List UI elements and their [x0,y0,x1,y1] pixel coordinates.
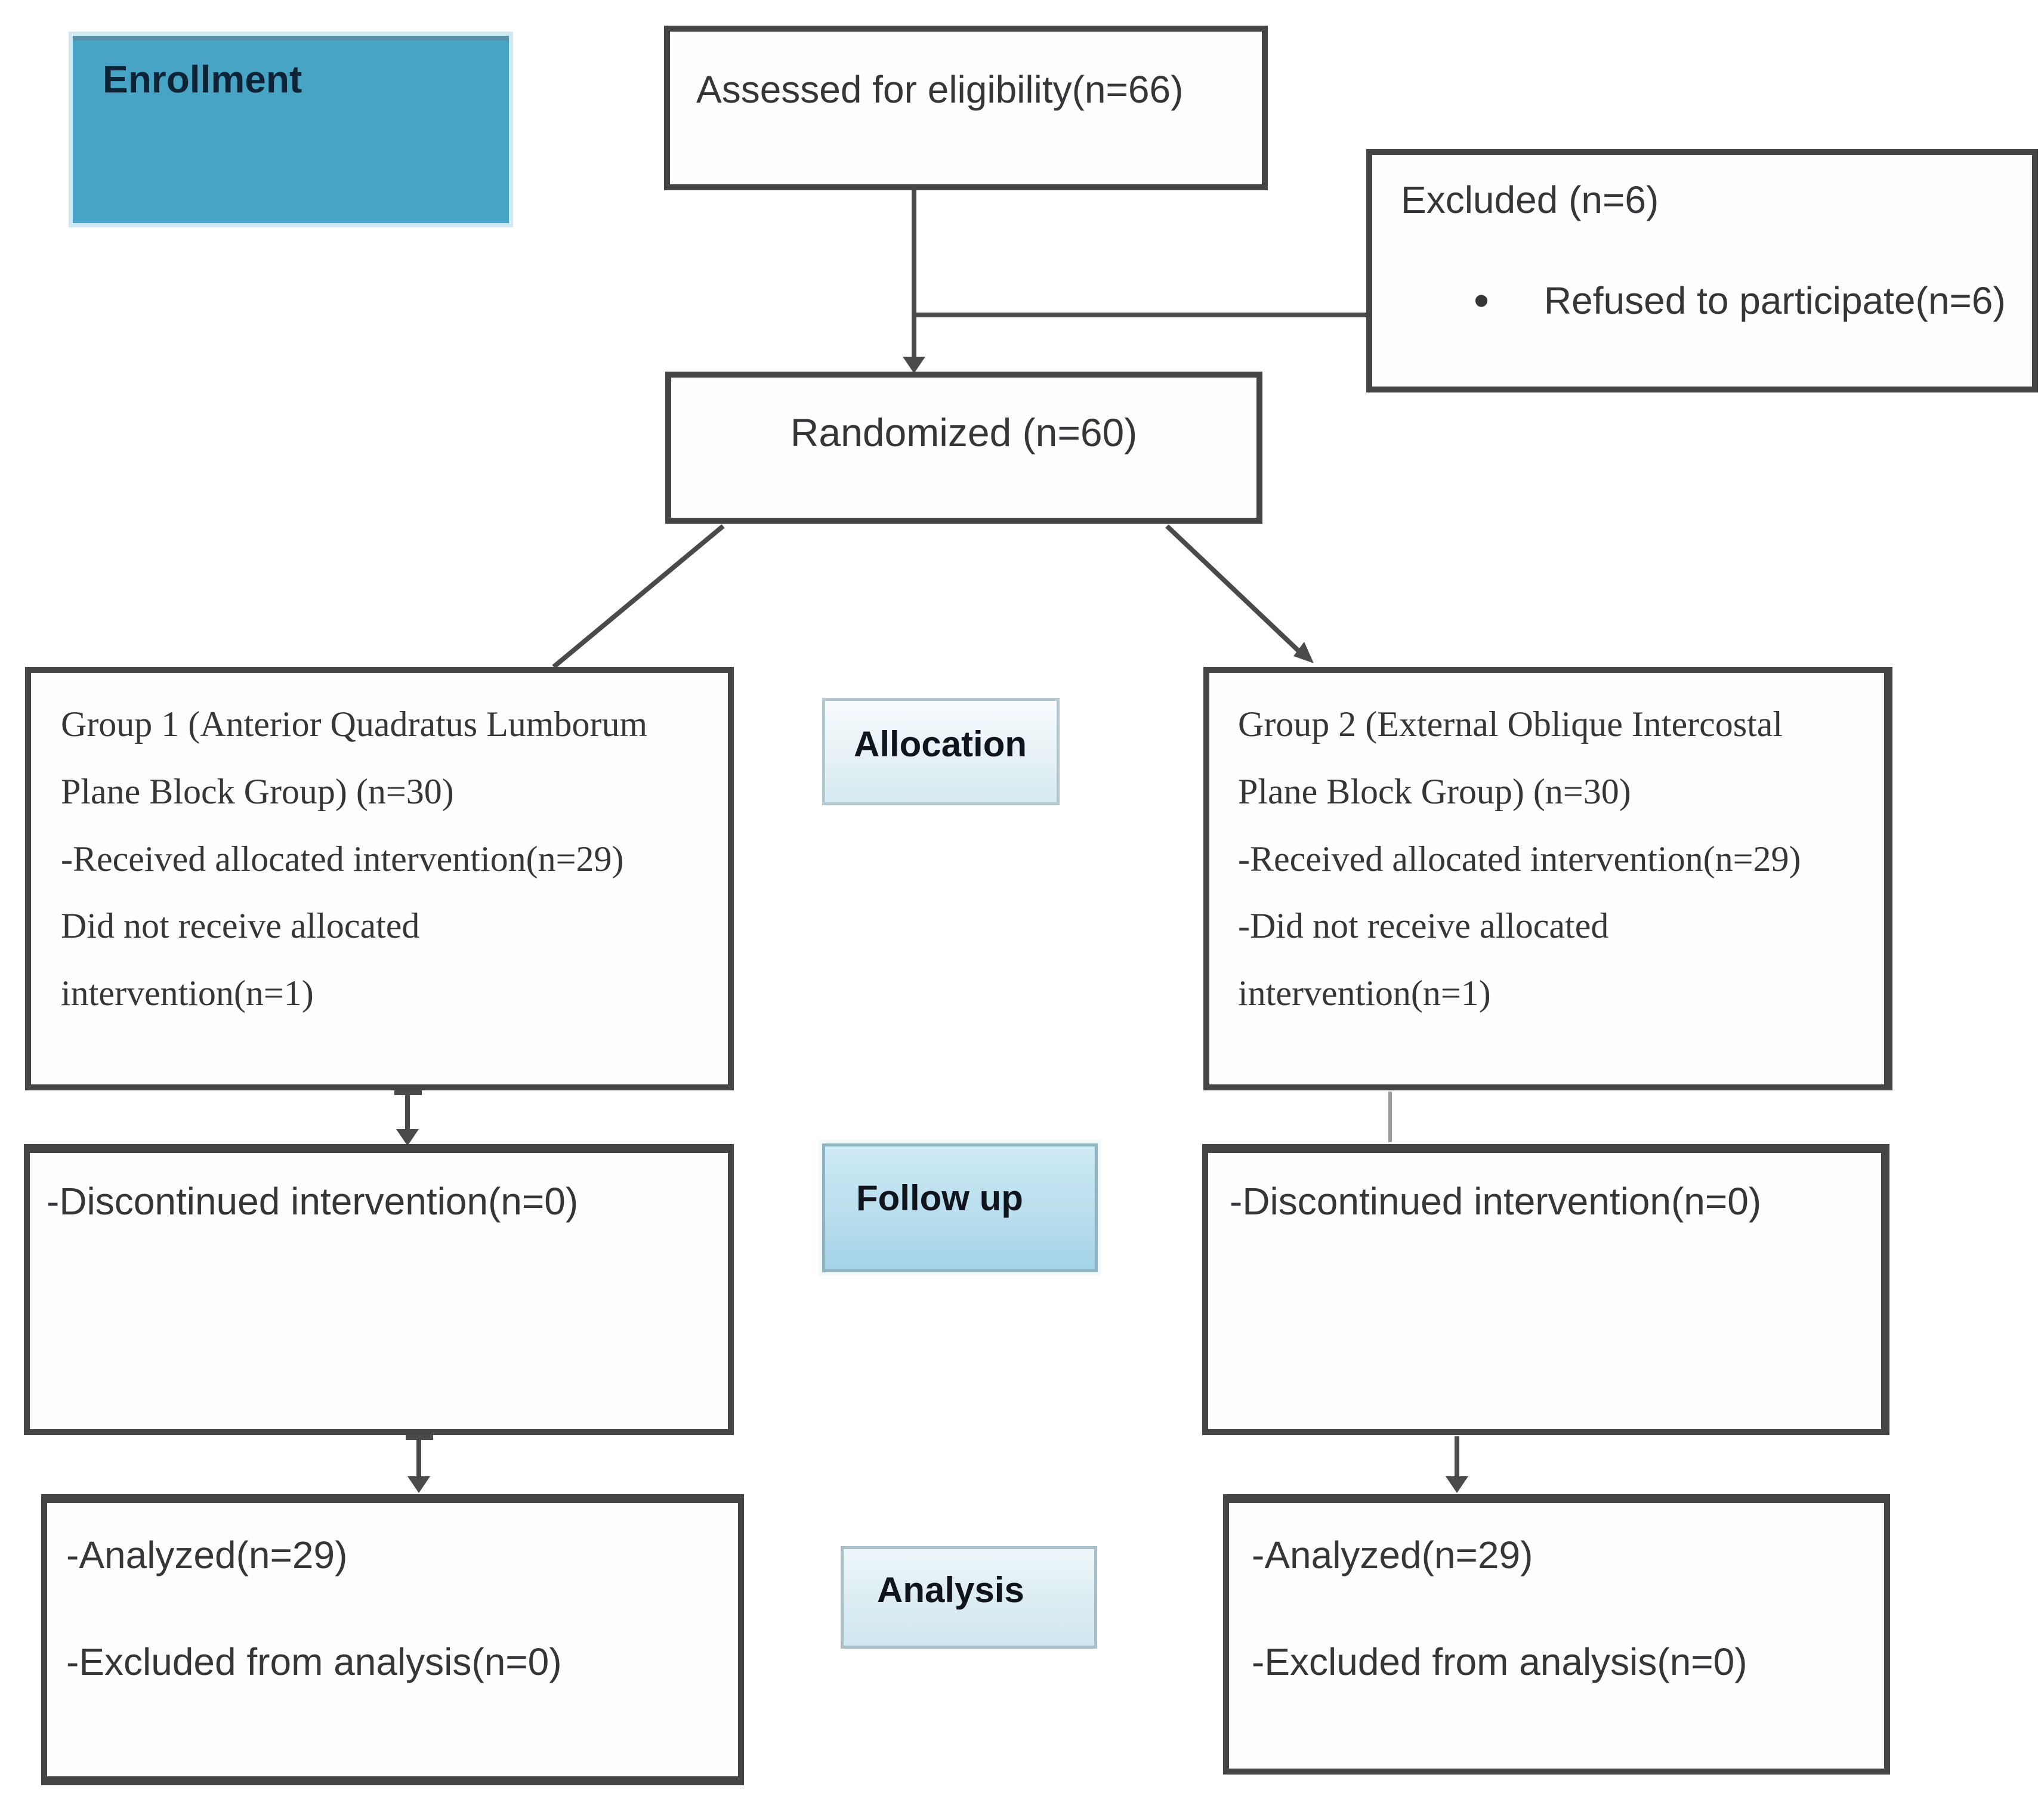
node-group2-allocation: Group 2 (External Oblique Intercostal Pl… [1203,667,1892,1090]
group2-title-line2: Plane Block Group) (n=30) [1238,771,1631,811]
analysis-left-analyzed: -Analyzed(n=29) [66,1534,348,1576]
group1-title-line1: Group 1 (Anterior Quadratus Lumborum [61,704,648,744]
node-followup-group1: -Discontinued intervention(n=0) [24,1144,734,1435]
stage-label-analysis: Analysis [841,1546,1097,1649]
group2-not-received-line1: -Did not receive allocated [1238,906,1609,946]
group2-title-line1: Group 2 (External Oblique Intercostal [1238,704,1783,744]
analysis-label-text: Analysis [877,1570,1024,1610]
connector-randomized-group2 [1165,524,1307,659]
group1-received: -Received allocated intervention(n=29) [61,839,624,879]
analysis-right-analyzed: -Analyzed(n=29) [1252,1534,1533,1576]
node-analysis-group2: -Analyzed(n=29) -Excluded from analysis(… [1223,1494,1890,1775]
stage-label-enrollment: Enrollment [69,32,513,227]
assessed-text: Assessed for eligibility(n=66) [696,68,1184,111]
node-group1-allocation: Group 1 (Anterior Quadratus Lumborum Pla… [25,667,734,1090]
followup-right-text: -Discontinued intervention(n=0) [1230,1180,1762,1223]
analysis-right-excluded: -Excluded from analysis(n=0) [1252,1640,1747,1684]
excluded-reason: Refused to participate(n=6) [1543,279,2006,323]
arrowhead-analysis-right [1446,1476,1468,1493]
group1-not-received-line2: intervention(n=1) [61,973,314,1013]
allocation-label-text: Allocation [854,724,1027,764]
arrowhead-followup-left [396,1129,419,1146]
node-assessed-for-eligibility: Assessed for eligibility(n=66) [664,26,1268,190]
stage-label-allocation: Allocation [822,698,1060,805]
arrowhead-group2 [1293,642,1314,663]
excluded-bullet-row: • Refused to participate(n=6) [1401,276,2014,326]
node-analysis-group1: -Analyzed(n=29) -Excluded from analysis(… [41,1494,744,1785]
group2-not-received-line2: intervention(n=1) [1238,973,1491,1013]
excluded-title: Excluded (n=6) [1401,178,1659,221]
stage-label-follow-up: Follow up [822,1143,1098,1272]
node-randomized: Randomized (n=60) [665,372,1262,524]
node-followup-group2: -Discontinued intervention(n=0) [1202,1144,1889,1435]
analysis-left-excluded: -Excluded from analysis(n=0) [66,1640,562,1684]
group1-not-received-line1: Did not receive allocated [61,906,420,946]
connector-randomized-group1 [552,524,725,669]
group1-title-line2: Plane Block Group) (n=30) [61,771,454,811]
enrollment-label-text: Enrollment [103,58,302,101]
followup-left-text: -Discontinued intervention(n=0) [47,1180,579,1223]
arrowhead-analysis-left [407,1476,430,1493]
arrowhead-randomized [903,357,925,373]
randomized-text: Randomized (n=60) [790,410,1138,455]
follow-up-label-text: Follow up [856,1178,1023,1218]
bullet-icon: • [1474,276,1489,326]
node-excluded: Excluded (n=6) • Refused to participate(… [1366,149,2038,392]
group2-received: -Received allocated intervention(n=29) [1238,839,1801,879]
